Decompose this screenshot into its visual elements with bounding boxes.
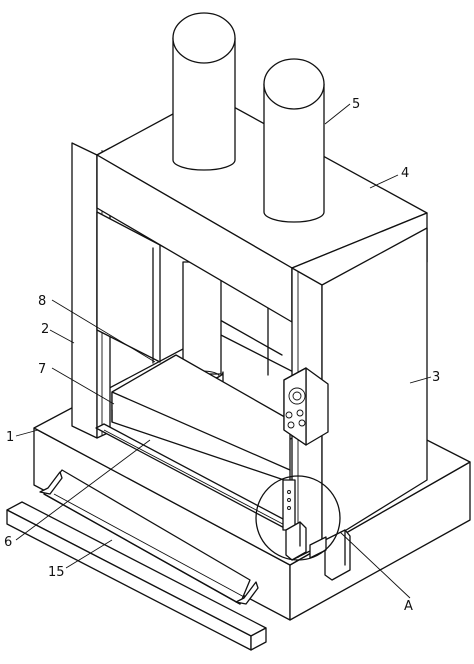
cylinder-left	[172, 12, 236, 171]
slide-assembly	[282, 479, 351, 581]
cylinder-right	[263, 58, 325, 223]
label-5: 5	[352, 97, 360, 112]
label-1: 1	[6, 430, 14, 445]
label-6: 6	[4, 535, 12, 550]
leader-lines	[15, 103, 432, 599]
control-panel	[283, 367, 329, 446]
label-4: 4	[401, 166, 409, 181]
label-15: 15	[48, 565, 65, 580]
press-plate	[111, 354, 291, 483]
label-8: 8	[38, 294, 46, 309]
label-7: 7	[38, 362, 46, 377]
label-a: A	[404, 599, 413, 614]
collection-tray	[6, 469, 267, 651]
detail-a-circle	[255, 475, 341, 561]
label-2: 2	[41, 322, 49, 337]
label-3: 3	[432, 370, 440, 385]
